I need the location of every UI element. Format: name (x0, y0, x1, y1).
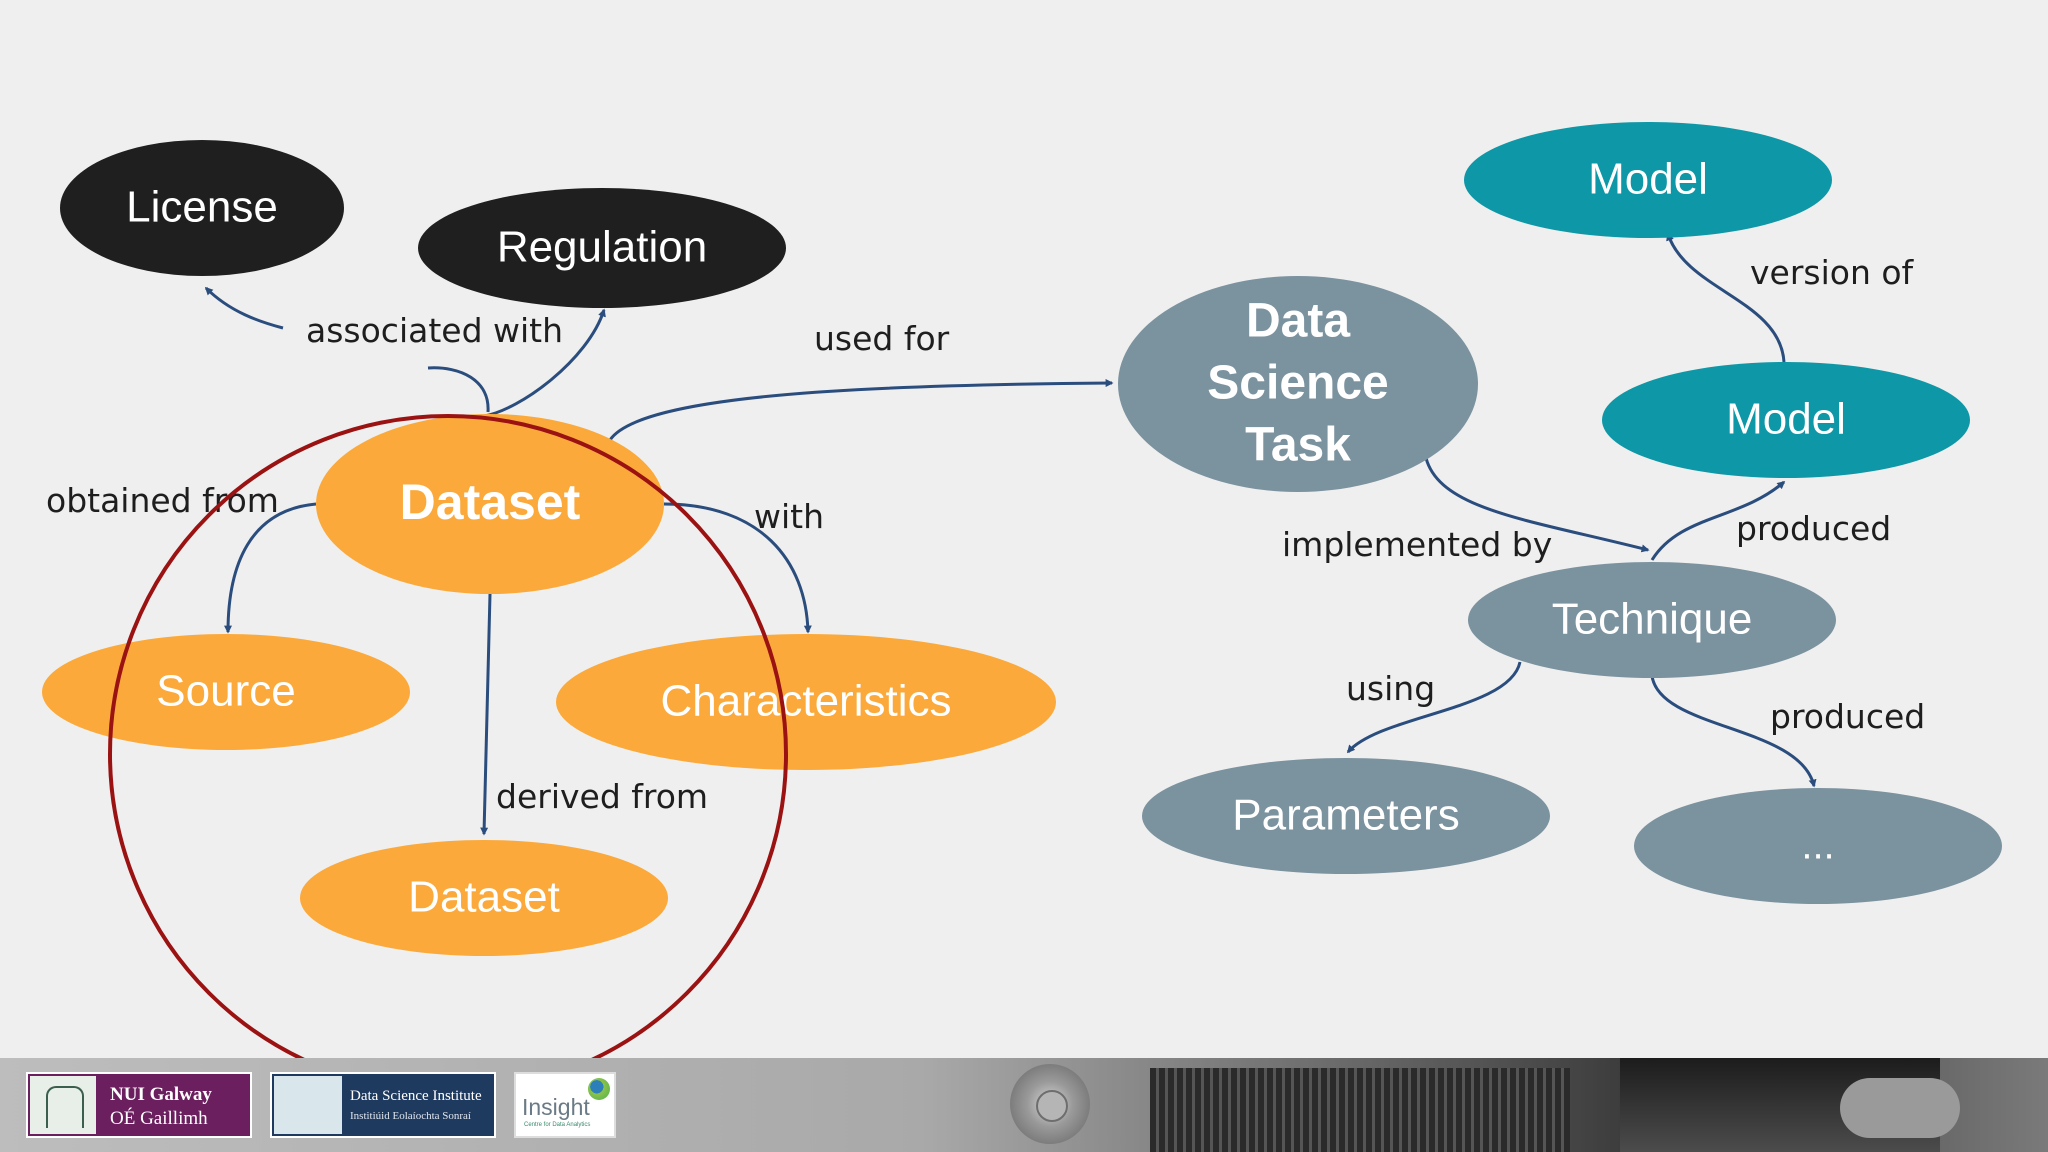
dsi-logo-line2: Institiúid Eolaíochta Sonraí (350, 1110, 471, 1122)
node-dataset-main-label: Dataset (400, 474, 581, 530)
edge-produced-1 (1650, 480, 1786, 561)
node-regulation (418, 188, 786, 308)
diagram: License Regulation Dataset Source Charac… (42, 122, 2002, 1058)
node-parameters-label: Parameters (1232, 791, 1459, 840)
node-dataset-derived (300, 840, 668, 956)
insight-logo-sub: Centre for Data Analytics (524, 1122, 591, 1128)
edge-associated-regulation (483, 308, 606, 418)
label-used-for: used for (814, 319, 950, 358)
label-produced-1: produced (1736, 509, 1891, 548)
label-using: using (1346, 669, 1435, 708)
node-characteristics (556, 634, 1056, 770)
node-ellipsis (1634, 788, 2002, 904)
edge-used-for (608, 379, 1114, 441)
nui-logo-line1: NUI Galway (110, 1084, 212, 1105)
node-ds-task-line1: Data (1246, 295, 1350, 348)
node-model-top-label: Model (1588, 155, 1708, 204)
dsi-logo-line1: Data Science Institute (350, 1088, 482, 1104)
label-derived-from: derived from (496, 777, 708, 816)
node-source-label: Source (156, 667, 295, 716)
edge-derived-from (480, 593, 492, 836)
node-source (42, 634, 410, 750)
label-with: with (754, 497, 824, 536)
insight-logo: Insight Centre for Data Analytics (514, 1072, 616, 1138)
insight-logo-name: Insight (522, 1094, 590, 1120)
node-ellipsis-label: ... (1801, 824, 1834, 868)
node-model-mid-label: Model (1726, 395, 1846, 444)
nui-logo-line2: OÉ Gaillimh (110, 1108, 208, 1129)
node-data-science-task (1118, 276, 1478, 492)
crest-icon (30, 1076, 96, 1134)
node-model-top (1464, 122, 1832, 238)
node-technique (1468, 562, 1836, 678)
node-dataset-derived-label: Dataset (408, 873, 560, 922)
network-icon (274, 1076, 342, 1134)
footer-bar: NUI Galway OÉ Gaillimh Data Science Inst… (0, 1058, 2048, 1152)
slide: License Regulation Dataset Source Charac… (42, 122, 2002, 1058)
node-license (60, 140, 344, 276)
edge-version-of (1666, 232, 1786, 363)
edge-associated-stub (427, 366, 490, 413)
highlight-circle (108, 414, 788, 1058)
edge-associated-license (204, 286, 284, 330)
label-version-of: version of (1750, 253, 1915, 292)
node-characteristics-label: Characteristics (661, 677, 952, 726)
node-parameters (1142, 758, 1550, 874)
label-implemented-by: implemented by (1282, 525, 1552, 564)
node-ds-task-line2: Science (1207, 357, 1388, 410)
edge-obtained-from (224, 502, 317, 634)
dsi-logo: Data Science Institute Institiúid Eolaío… (270, 1072, 496, 1138)
nui-galway-logo: NUI Galway OÉ Gaillimh (26, 1072, 252, 1138)
label-associated-with: associated with (306, 311, 563, 350)
edge-with (663, 502, 812, 634)
node-license-label: License (126, 183, 278, 232)
node-model-mid (1602, 362, 1970, 478)
node-ds-task-line3: Task (1245, 419, 1351, 472)
machine-photo (1000, 1058, 2048, 1152)
edge-produced-2 (1650, 675, 1817, 788)
edge-implemented-by (1424, 457, 1650, 553)
node-regulation-label: Regulation (497, 223, 707, 272)
insight-globe-icon (588, 1078, 610, 1100)
node-technique-label: Technique (1552, 595, 1753, 644)
node-dataset-main (316, 414, 664, 594)
label-produced-2: produced (1770, 697, 1925, 736)
edge-using (1346, 661, 1522, 754)
